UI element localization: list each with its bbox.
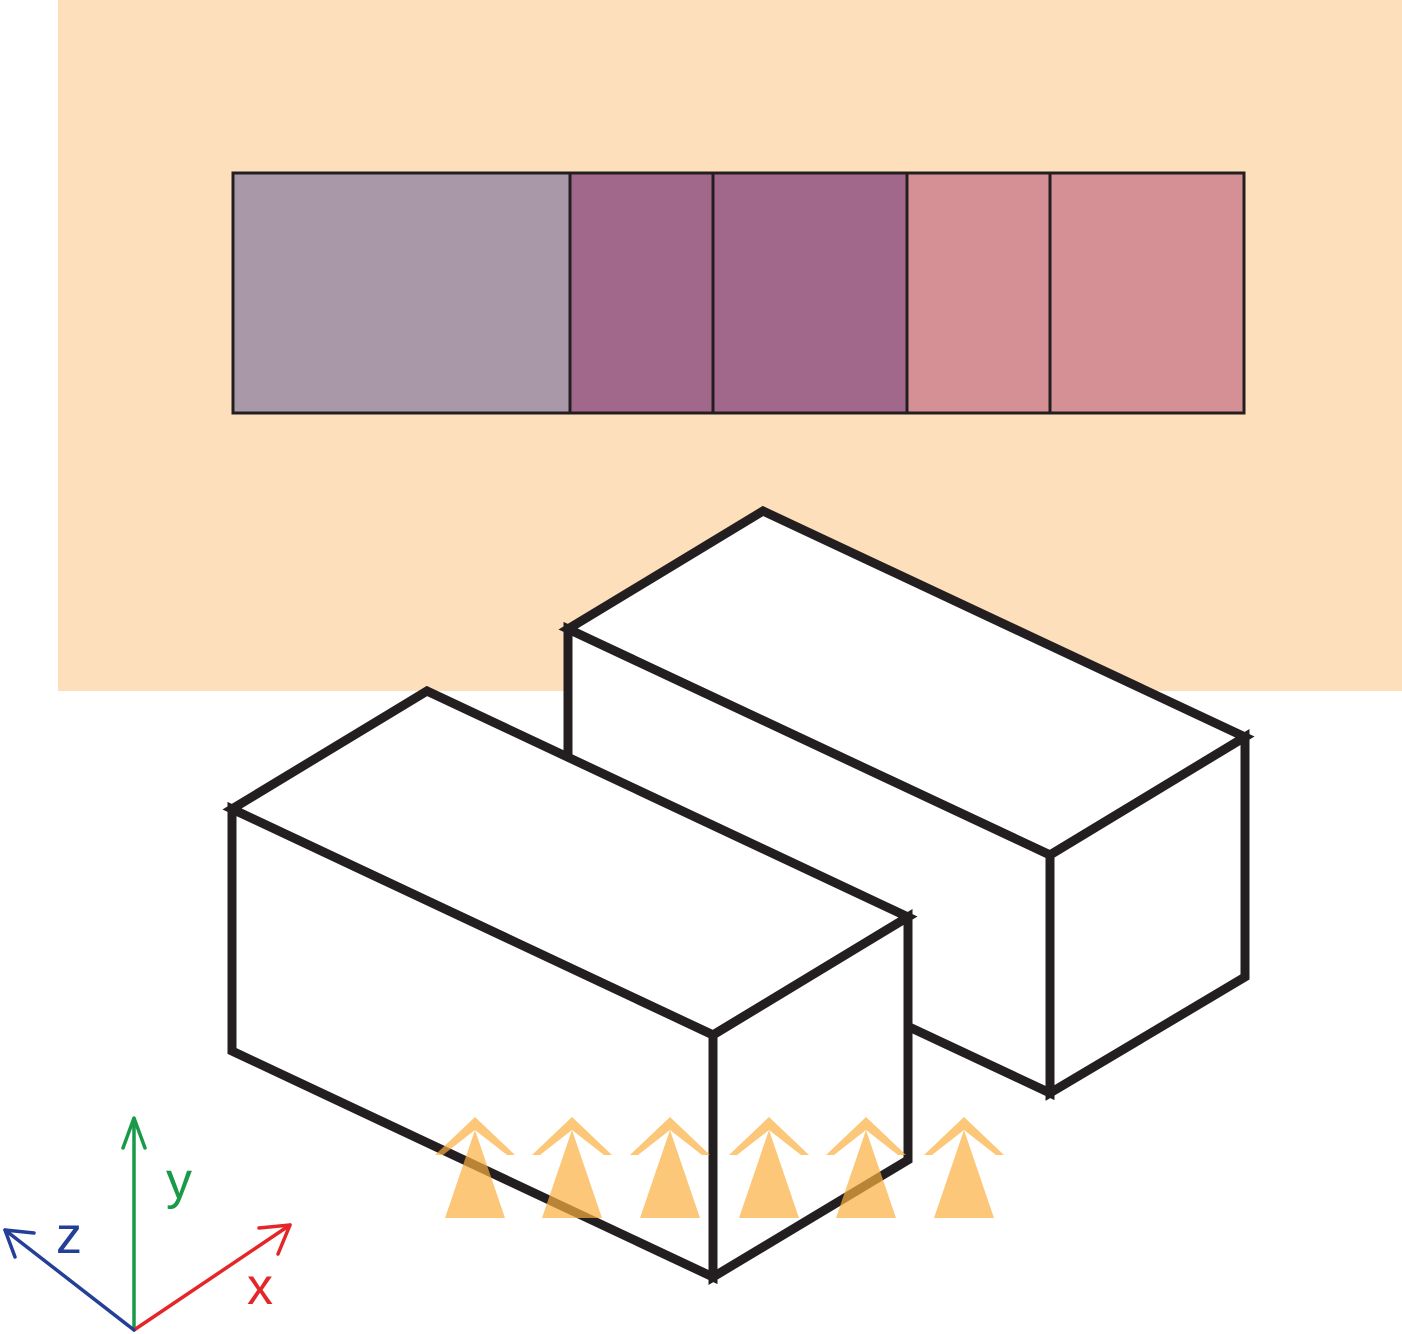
y-axis: [121, 1116, 147, 1332]
strip-segment-4: [905, 171, 1052, 415]
x-axis-label: x: [247, 1258, 273, 1316]
up-arrow-icon: [729, 1117, 809, 1218]
x-axis-arrowhead-icon: [257, 1223, 292, 1256]
y-axis-label: y: [166, 1152, 192, 1210]
up-arrow-icon: [532, 1117, 612, 1218]
strip-segment-5: [1048, 171, 1246, 415]
up-arrow-icon: [630, 1117, 710, 1218]
axes-triad: [3, 1116, 292, 1332]
y-axis-arrowhead-icon: [121, 1116, 147, 1150]
back-block: [558, 505, 1255, 1101]
x-axis: [132, 1223, 292, 1332]
z-axis: [3, 1228, 136, 1332]
back-block-side-face: [1045, 729, 1250, 1101]
up-arrow-icon: [435, 1117, 515, 1218]
z-axis-arrowhead-icon: [3, 1228, 36, 1259]
strip-segment-3: [711, 171, 909, 415]
arrow-row: [435, 1117, 1004, 1218]
color-strip: [231, 171, 1246, 415]
up-arrow-icon: [826, 1117, 906, 1218]
strip-segment-1: [231, 171, 572, 415]
strip-segment-2: [568, 171, 715, 415]
up-arrow-icon: [924, 1117, 1004, 1218]
z-axis-label: z: [56, 1207, 82, 1265]
